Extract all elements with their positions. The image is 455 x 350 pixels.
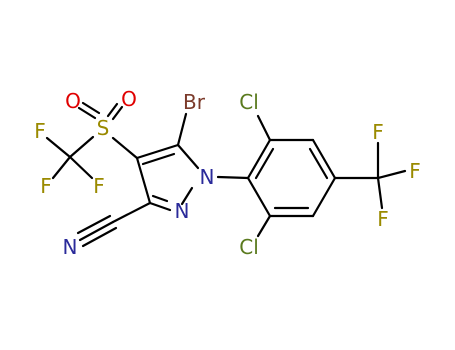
- bond-c1p-c2p: [246, 138, 272, 180]
- bond-s-o-right: [106, 102, 119, 118]
- bond-n1-n2: [180, 186, 194, 206]
- atom-n2: N: [175, 199, 190, 223]
- atom-n-nitrile: N: [63, 235, 78, 259]
- bond-c2p-cl: [256, 114, 272, 142]
- atom-f1: F: [34, 119, 46, 143]
- atom-s: S: [97, 116, 110, 140]
- bond-c1p-c2p-double: [254, 147, 275, 180]
- bond-ccf3-f6: [376, 176, 384, 210]
- atom-f4: F: [372, 120, 384, 144]
- bond-c4-c5-double: [141, 152, 176, 166]
- bond-c6p-c1p: [246, 176, 272, 218]
- bond-c5-n1: [176, 143, 200, 170]
- bond-s-o-left: [77, 106, 97, 120]
- bond-cn-triple-3: [81, 226, 118, 248]
- bond-s-ccf3: [68, 135, 95, 159]
- bond-c4-c5: [135, 143, 180, 160]
- bond-cn-triple-1: [78, 220, 115, 242]
- bond-c3-cn: [111, 201, 152, 224]
- atom-f5: F: [409, 159, 421, 183]
- bond-s-o-right-2: [111, 105, 124, 121]
- bond-n2-c3: [148, 201, 172, 212]
- bond-cn-triple-2: [76, 214, 112, 235]
- atom-f6: F: [377, 207, 389, 231]
- atom-n1: N: [200, 165, 215, 189]
- atom-cl-bottom: Cl: [239, 235, 259, 259]
- atom-o-left: O: [65, 89, 81, 113]
- bond-c6p-cl: [256, 214, 272, 238]
- bond-s-o-left-2: [81, 101, 101, 115]
- bond-c4-s: [111, 136, 139, 160]
- atom-f2: F: [40, 174, 52, 198]
- bond-c4p-c5p: [311, 176, 337, 218]
- bond-c3p-c4p: [311, 138, 337, 180]
- bond-c3p-c4p-double: [308, 147, 329, 180]
- bond-c3-c4: [135, 156, 152, 205]
- bond-n2-c3-double: [151, 194, 169, 203]
- atom-cl-top: Cl: [239, 90, 259, 114]
- atom-br: Br: [183, 90, 206, 114]
- bond-c-f2: [51, 155, 72, 180]
- atom-f3: F: [93, 174, 105, 198]
- bond-c5-br: [176, 112, 188, 147]
- bond-ccf3-f5: [376, 169, 407, 180]
- atom-o-right: O: [121, 87, 137, 111]
- bond-c-f1: [45, 136, 72, 159]
- bond-c-f3: [68, 155, 94, 180]
- bond-n1-c1p: [216, 175, 250, 180]
